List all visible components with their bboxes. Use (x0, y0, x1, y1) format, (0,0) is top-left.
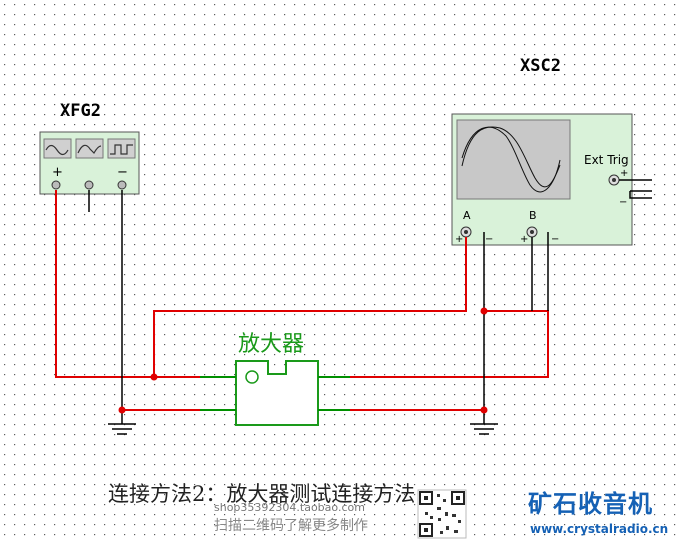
svg-text:+: + (52, 165, 63, 180)
junction-dots (118, 307, 488, 414)
channel-b-label: B (529, 209, 537, 222)
sine-icon (45, 144, 69, 156)
generator-common-terminal[interactable] (84, 180, 94, 190)
black-wires (88, 190, 549, 424)
ext-trig-label: Ext Trig (584, 153, 629, 167)
svg-text:−: − (485, 234, 493, 245)
scope-screen (456, 119, 571, 200)
ext-trig-leads (619, 179, 652, 199)
svg-text:+: + (620, 168, 628, 179)
watermark-shop-url: shop35392304.taobao.com (214, 501, 365, 514)
generator-label: XFG2 (60, 101, 101, 121)
red-wires (55, 190, 549, 411)
qr-code (417, 489, 467, 539)
brand-logo-text: 矿石收音机 (528, 490, 653, 518)
ground-symbol-right (470, 423, 498, 435)
watermark-qr-hint: 扫描二维码了解更多制作 (214, 518, 368, 534)
svg-text:+: + (520, 234, 528, 245)
diagram-caption: 连接方法2：放大器测试连接方法 (108, 482, 416, 506)
generator-minus-terminal[interactable] (117, 180, 127, 190)
amplifier-label: 放大器 (238, 332, 305, 357)
svg-text:−: − (619, 197, 627, 208)
sine-wave-button[interactable] (43, 138, 72, 159)
oscilloscope-label: XSC2 (520, 56, 561, 76)
amplifier-block[interactable] (200, 360, 350, 426)
svg-text:−: − (551, 234, 559, 245)
function-generator[interactable]: + − (39, 131, 140, 195)
triangle-icon (77, 144, 102, 154)
amplifier-input-marker (245, 370, 259, 384)
channel-a-label: A (463, 209, 471, 222)
ground-symbol-left (108, 423, 136, 435)
generator-plus-terminal[interactable] (51, 180, 61, 190)
square-icon (110, 144, 133, 155)
oscilloscope[interactable]: + − + − + − (451, 113, 633, 246)
brand-url: www.crystalradio.cn (530, 522, 669, 536)
svg-text:−: − (117, 165, 128, 180)
svg-text:+: + (455, 234, 463, 245)
